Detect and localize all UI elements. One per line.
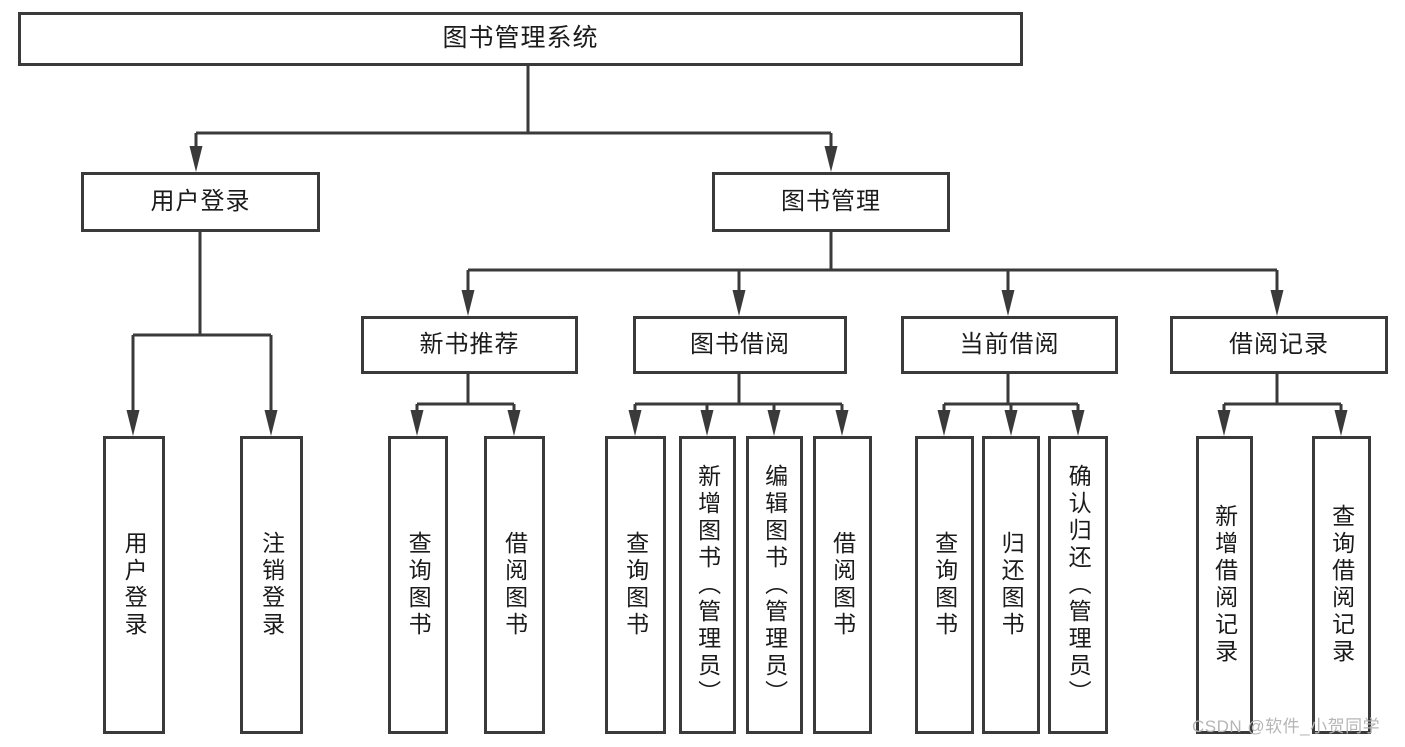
csdn-watermark: CSDN @软件_小贺同学 <box>1192 717 1381 736</box>
node-label: 查询图书 <box>405 531 432 639</box>
node-label: 借阅图书 <box>829 531 856 639</box>
node-current-borrowing[interactable]: 当前借阅 <box>901 316 1118 374</box>
node-leaf-borrow-query-book[interactable]: 查询图书 <box>605 436 666 734</box>
node-label: 归还图书 <box>998 531 1025 639</box>
book-mgmt-to-level3-arrowhead-0 <box>461 290 475 316</box>
node-label: 借阅图书 <box>501 531 528 639</box>
node-leaf-user-logout[interactable]: 注销登录 <box>240 436 303 734</box>
node-label: 图书借阅 <box>690 330 790 358</box>
current-borrow-to-leaves-arrowhead-0 <box>937 410 951 436</box>
node-borrowing-record[interactable]: 借阅记录 <box>1170 316 1388 374</box>
book-borrow-to-leaves-arrowhead-0 <box>628 410 642 436</box>
current-borrow-to-leaves-arrowhead-1 <box>1004 410 1018 436</box>
root-to-level2-arrowhead-0 <box>189 146 203 172</box>
node-leaf-current-query-book[interactable]: 查询图书 <box>915 436 974 734</box>
node-leaf-rec-borrow-book[interactable]: 借阅图书 <box>484 436 545 734</box>
node-label: 新增图书（管理员） <box>694 463 721 707</box>
node-label: 图书管理 <box>781 187 881 215</box>
book-mgmt-to-level3-arrowhead-3 <box>1270 290 1284 316</box>
node-leaf-record-query[interactable]: 查询借阅记录 <box>1312 436 1371 734</box>
edge-group-container <box>126 66 1348 436</box>
node-leaf-borrow-add-book[interactable]: 新增图书（管理员） <box>679 436 736 734</box>
node-label: 用户登录 <box>150 187 251 215</box>
node-label: 编辑图书（管理员） <box>761 463 788 707</box>
node-book-borrowing[interactable]: 图书借阅 <box>633 316 847 374</box>
book-borrow-to-leaves-arrowhead-3 <box>835 410 849 436</box>
node-label: 新书推荐 <box>419 330 520 358</box>
node-root-system[interactable]: 图书管理系统 <box>18 12 1023 66</box>
user-login-to-leaves-arrowhead-0 <box>126 410 140 436</box>
node-label: 注销登录 <box>258 531 285 639</box>
book-mgmt-to-level3-arrowhead-1 <box>732 290 746 316</box>
node-leaf-borrow-edit-book[interactable]: 编辑图书（管理员） <box>746 436 803 734</box>
current-borrow-to-leaves-arrowhead-2 <box>1071 410 1085 436</box>
node-label: 新增借阅记录 <box>1211 504 1238 666</box>
node-leaf-current-confirm-return[interactable]: 确认归还（管理员） <box>1048 436 1108 734</box>
book-borrow-to-leaves-arrowhead-1 <box>700 410 714 436</box>
root-to-level2-arrowhead-1 <box>824 146 838 172</box>
node-user-login[interactable]: 用户登录 <box>81 172 320 232</box>
node-label: 查询图书 <box>622 531 649 639</box>
user-login-to-leaves-arrowhead-1 <box>264 410 278 436</box>
node-label: 确认归还（管理员） <box>1065 463 1092 707</box>
node-label: 当前借阅 <box>959 330 1060 358</box>
borrow-record-to-leaves-arrowhead-1 <box>1334 410 1348 436</box>
book-borrow-to-leaves-arrowhead-2 <box>767 410 781 436</box>
node-label: 借阅记录 <box>1229 330 1329 358</box>
new-book-rec-to-leaves-arrowhead-0 <box>410 410 424 436</box>
node-leaf-current-return-book[interactable]: 归还图书 <box>982 436 1040 734</box>
node-label: 图书管理系统 <box>442 24 599 53</box>
node-book-management[interactable]: 图书管理 <box>712 172 950 232</box>
node-new-book-recommendation[interactable]: 新书推荐 <box>361 316 578 374</box>
node-leaf-borrow-lend-book[interactable]: 借阅图书 <box>813 436 872 734</box>
book-mgmt-to-level3-arrowhead-2 <box>1001 290 1015 316</box>
borrow-record-to-leaves-arrowhead-0 <box>1217 410 1231 436</box>
node-label: 查询图书 <box>931 531 958 639</box>
node-leaf-rec-query-book[interactable]: 查询图书 <box>388 436 448 734</box>
node-leaf-user-login[interactable]: 用户登录 <box>103 436 165 734</box>
node-label: 查询借阅记录 <box>1328 504 1355 666</box>
node-label: 用户登录 <box>121 531 148 639</box>
node-leaf-record-add[interactable]: 新增借阅记录 <box>1196 436 1253 734</box>
new-book-rec-to-leaves-arrowhead-1 <box>507 410 521 436</box>
